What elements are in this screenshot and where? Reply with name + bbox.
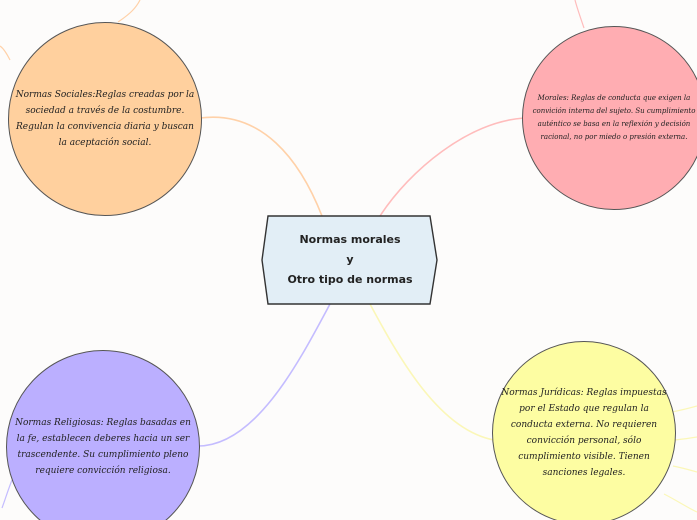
topic-normas-sociales-text: Normas Sociales:Reglas creadas por la so… <box>15 90 195 148</box>
topic-normas-juridicas-text: Normas Jurídicas: Reglas impuestas por e… <box>501 388 667 478</box>
topic-normas-morales-text: Morales: Reglas de conducta que exigen l… <box>532 94 696 141</box>
topic-normas-morales[interactable]: Morales: Reglas de conducta que exigen l… <box>522 26 697 210</box>
edge-branch-right-4 <box>663 493 697 513</box>
edge-branch-left-upper <box>0 45 11 61</box>
topic-normas-sociales[interactable]: Normas Sociales:Reglas creadas por la so… <box>8 22 202 216</box>
central-topic[interactable]: Normas morales y Otro tipo de normas <box>268 216 432 304</box>
edge-branch-right-1 <box>671 405 697 413</box>
topic-normas-religiosas[interactable]: Normas Religiosas: Reglas basadas en la … <box>6 350 200 520</box>
edge-branch-top-left <box>117 0 141 23</box>
edge-branch-right-3 <box>672 465 697 473</box>
topic-normas-juridicas[interactable]: Normas Jurídicas: Reglas impuestas por e… <box>492 341 676 520</box>
edge-branch-top-right <box>574 0 585 29</box>
edge-branch-right-2 <box>674 436 697 441</box>
topic-normas-religiosas-text: Normas Religiosas: Reglas basadas en la … <box>15 418 191 476</box>
central-node-shape <box>261 215 438 305</box>
link-juridicas <box>369 303 495 441</box>
link-morales <box>379 117 525 217</box>
edge-branch-bottom-left <box>1 479 13 509</box>
link-sociales <box>199 116 323 217</box>
link-religiosas <box>197 303 331 447</box>
central-topic-line-1: Normas morales <box>299 233 401 246</box>
central-topic-line-3: Otro tipo de normas <box>287 273 413 286</box>
central-topic-line-2: y <box>346 253 354 266</box>
